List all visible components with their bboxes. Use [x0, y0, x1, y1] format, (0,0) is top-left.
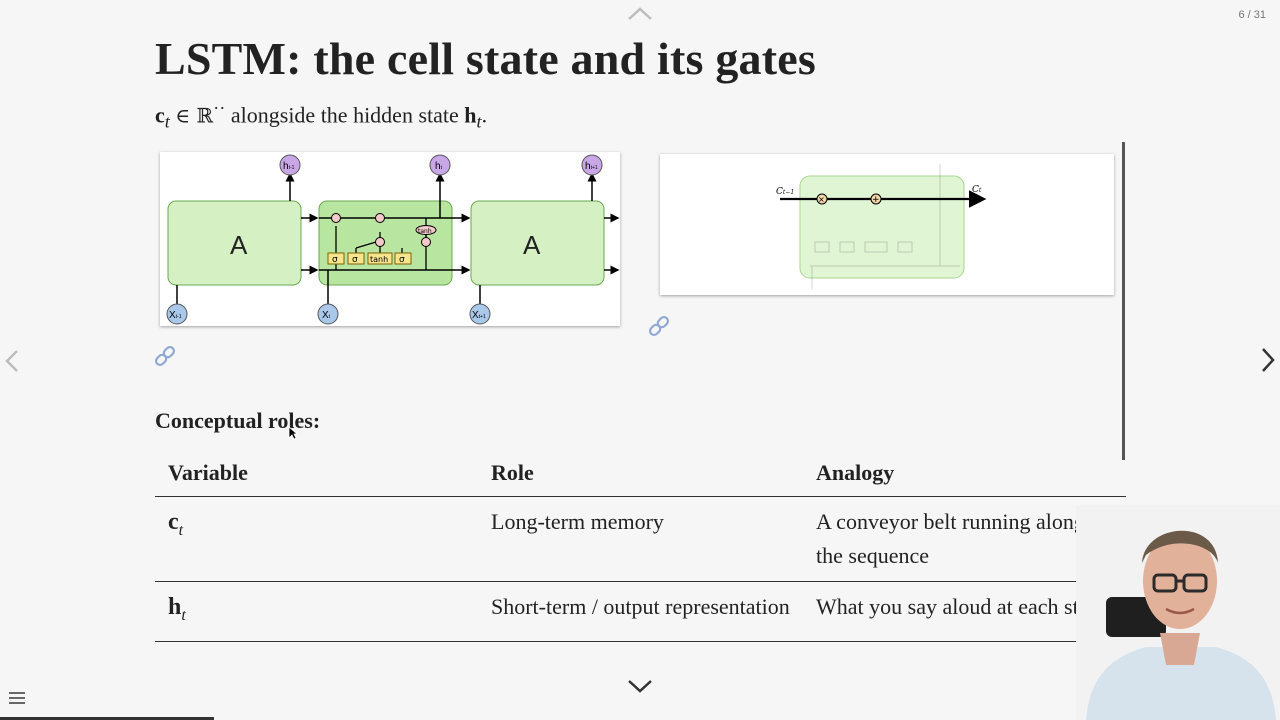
roles-table: Variable Role Analogy ct Long-term memor… — [155, 452, 1126, 642]
hidden-state-subscript: t — [476, 111, 482, 132]
menu-icon[interactable] — [8, 690, 26, 706]
cell-state-figure: × + Ct−1 Ct — [660, 154, 1114, 295]
real-space-superscript: ·· — [213, 98, 226, 118]
cell-state-symbol: c — [155, 102, 165, 128]
x-curr-label: Xt — [322, 310, 331, 321]
variable-cell: ct — [155, 496, 478, 582]
tanh-node-label: tanh — [418, 228, 432, 235]
hidden-state-symbol: h — [464, 102, 477, 128]
presenter-video-overlay — [1076, 505, 1280, 720]
section-heading: Conceptual roles: — [155, 408, 321, 433]
faded-lstm-block — [799, 175, 965, 279]
gate-candidate — [367, 252, 393, 265]
variable-symbol: c — [168, 509, 179, 535]
table-header-row: Variable Role Analogy — [155, 452, 1126, 497]
gate-input — [347, 252, 365, 265]
nav-up-arrow-icon[interactable] — [626, 4, 654, 24]
role-cell: Short-term / output representation — [478, 581, 803, 642]
h-prev-node — [279, 154, 301, 176]
block-label-left: A — [230, 230, 248, 260]
analogy-cell: A conveyor belt running along the sequen… — [803, 496, 1126, 582]
forget-multiply-node — [331, 213, 341, 223]
gate-forget — [327, 252, 345, 265]
table-row: ht Short-term / output representation Wh… — [155, 581, 1126, 642]
cell-state-subscript: t — [164, 111, 170, 132]
mouse-cursor-icon — [288, 426, 298, 440]
link-icon[interactable] — [647, 314, 671, 338]
add-node — [870, 193, 882, 205]
h-prev-label: ht-1 — [283, 161, 295, 172]
gate-label-input: σ — [352, 255, 358, 265]
slide-counter: 6 / 31 — [1238, 9, 1266, 21]
gate-label-candidate: tanh — [370, 255, 388, 264]
nav-down-arrow-icon[interactable] — [626, 676, 654, 696]
table-row: ct Long-term memory A conveyor belt runn… — [155, 496, 1126, 582]
block-label-right: A — [523, 230, 541, 260]
lstm-block-middle — [318, 200, 453, 286]
x-prev-label: Xt-1 — [169, 310, 182, 321]
slide-progress-bar — [0, 717, 214, 720]
nav-left-arrow-icon[interactable] — [4, 348, 20, 374]
add-symbol: + — [872, 195, 880, 205]
slide-title: LSTM: the cell state and its gates — [155, 33, 816, 84]
subtitle-text: alongside the hidden state — [230, 102, 459, 128]
gate-label-output: σ — [399, 255, 405, 265]
variable-subscript: t — [181, 606, 186, 624]
variable-symbol: h — [168, 594, 182, 620]
nav-right-arrow-icon[interactable] — [1260, 346, 1276, 374]
c-next-label: Ct — [972, 185, 982, 195]
output-multiply-node — [421, 237, 431, 247]
variable-cell: ht — [155, 581, 478, 642]
tanh-node — [415, 225, 437, 235]
forget-multiply-node — [816, 193, 828, 205]
analogy-cell: What you say aloud at each step — [803, 581, 1126, 642]
x-curr-node — [317, 303, 339, 325]
h-curr-label: ht — [435, 161, 443, 172]
lstm-block-right — [470, 200, 605, 286]
h-next-node — [581, 154, 603, 176]
lstm-chain-figure: A A σ σ tanh σ tanh — [160, 152, 620, 326]
input-multiply-node — [375, 237, 385, 247]
lstm-chain-diagram: A A σ σ tanh σ tanh — [166, 154, 620, 325]
cell-add-node — [375, 213, 385, 223]
subtitle-period: . — [481, 102, 488, 128]
h-curr-node — [429, 154, 451, 176]
x-next-node — [469, 303, 491, 325]
slide-subtitle: ct ∈ ℝ·· alongside the hidden state ht. — [155, 98, 487, 133]
variable-subscript: t — [178, 521, 184, 539]
content-scrollbar[interactable] — [1122, 142, 1125, 460]
column-header-role: Role — [478, 452, 803, 497]
column-header-variable: Variable — [155, 452, 478, 497]
h-next-label: ht+1 — [585, 161, 598, 172]
x-prev-node — [166, 303, 188, 325]
real-space-symbol: ∈ ℝ — [175, 103, 214, 128]
multiply-symbol: × — [818, 195, 825, 204]
role-cell: Long-term memory — [478, 496, 803, 582]
link-icon[interactable] — [153, 344, 177, 368]
x-next-label: Xt+1 — [472, 310, 486, 321]
lstm-block-left — [167, 200, 302, 286]
gate-output — [394, 252, 412, 265]
cell-state-diagram: × + Ct−1 Ct — [776, 164, 987, 289]
gate-label-forget: σ — [332, 255, 338, 265]
column-header-analogy: Analogy — [803, 452, 1126, 497]
c-prev-label: Ct−1 — [776, 187, 794, 197]
